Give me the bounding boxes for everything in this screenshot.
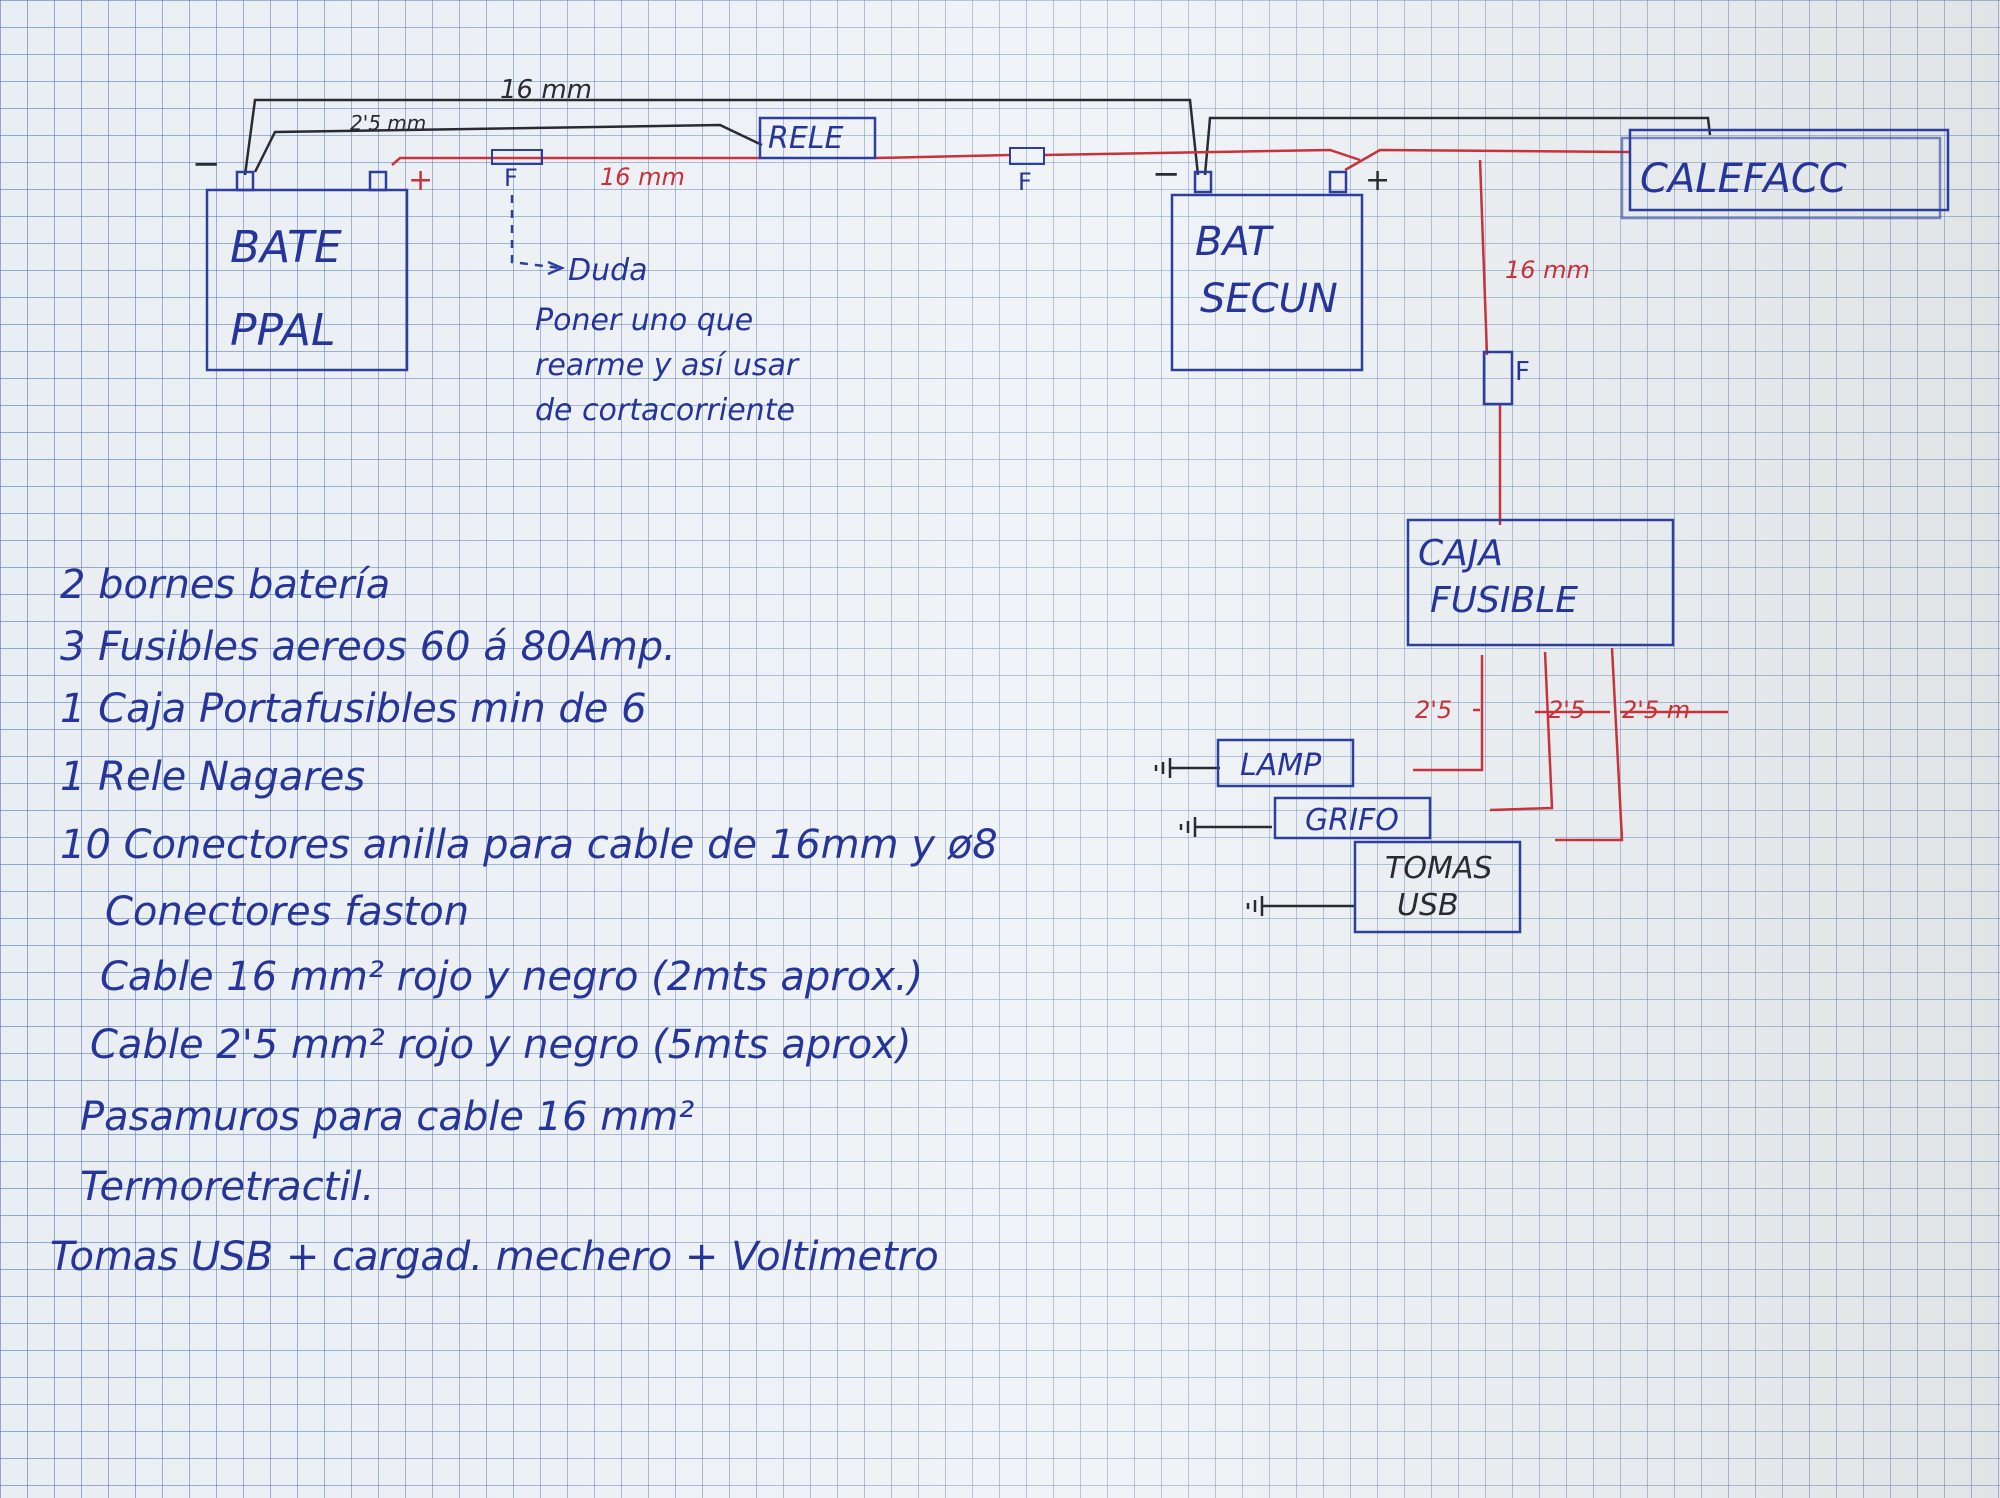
heater-label: CALEFACC — [1640, 156, 1847, 202]
fuse-box-label-1: CAJA — [1418, 533, 1503, 574]
minus-sign: − — [1152, 154, 1181, 194]
red-wires — [391, 148, 1728, 842]
note-line: de cortacorriente — [535, 393, 795, 428]
note-line: rearme y así usar — [535, 348, 800, 383]
wire-label-2-5mm: 2'5 mm — [350, 111, 426, 135]
usb-label-1: TOMAS — [1385, 851, 1492, 886]
battery-main-label-2: PPAL — [230, 305, 336, 356]
ground-icon — [1179, 817, 1197, 837]
wire-label-16mm-fuse: 16 mm — [1505, 256, 1590, 284]
note-arrow-label: Duda — [568, 253, 648, 288]
heater-box-outline — [1620, 136, 1942, 220]
note-line: Poner uno que — [535, 303, 753, 338]
fuse-box — [1406, 518, 1675, 647]
battery-main-box — [205, 188, 409, 372]
diagram-labels: 16 mm 2'5 mm 16 mm 16 mm 2'5 2'5 2'5 m −… — [192, 75, 1847, 923]
wire-label-16mm-red: 16 mm — [600, 163, 685, 191]
list-item: 10 Conectores anilla para cable de 16mm … — [60, 822, 998, 868]
ground-icon — [1154, 758, 1172, 778]
battery-secondary-label-2: SECUN — [1200, 276, 1338, 322]
wire-16mm-positive — [391, 156, 760, 166]
list-item: Cable 2'5 mm² rojo y negro (5mts aprox) — [90, 1022, 912, 1068]
wire-label-2-5: 2'5 — [1548, 696, 1585, 724]
fuse-main — [491, 149, 543, 165]
relay-box — [758, 116, 877, 160]
fuse-dashed-pointer — [510, 195, 561, 270]
wire-label-2-5: 2'5 — [1415, 696, 1452, 724]
heater-box — [1628, 128, 1950, 212]
wire-to-fuse-box — [1478, 159, 1502, 525]
list-item: 1 Caja Portafusibles min de 6 — [60, 686, 647, 732]
battery-secondary-box — [1170, 193, 1364, 372]
shopping-list: 2 bornes batería 3 Fusibles aereos 60 á … — [50, 562, 998, 1280]
lamp-label: LAMP — [1240, 748, 1322, 783]
terminal-positive — [1328, 170, 1348, 194]
list-item: Pasamuros para cable 16 mm² — [80, 1094, 694, 1140]
fuse-middle — [1009, 147, 1045, 165]
fuse-label: F — [1515, 357, 1530, 387]
wire-tap-feed — [1489, 651, 1554, 812]
wire-label-2-5m: 2'5 m — [1622, 696, 1690, 724]
usb-box — [1353, 840, 1522, 934]
fuse-label: F — [504, 164, 518, 192]
battery-main-label-1: BATE — [230, 222, 342, 273]
lamp-box — [1216, 738, 1355, 788]
ground-icon — [1246, 896, 1264, 916]
list-item: Tomas USB + cargad. mechero + Voltimetro — [50, 1234, 939, 1280]
terminal-negative — [235, 170, 255, 192]
list-item: 1 Rele Nagares — [60, 754, 365, 800]
wire-2-5mm-to-relay — [253, 123, 763, 173]
plus-sign: + — [408, 163, 433, 198]
terminal-negative — [1193, 170, 1213, 194]
usb-label-2: USB — [1397, 888, 1459, 923]
wire-16mm-negative — [243, 98, 1200, 176]
wire-label-16mm: 16 mm — [500, 75, 592, 105]
wire-lamp-feed — [1413, 655, 1484, 772]
battery-secondary-label-1: BAT — [1195, 219, 1275, 265]
list-item: Cable 16 mm² rojo y negro (2mts aprox.) — [100, 954, 923, 1000]
ground-symbols — [1154, 758, 1264, 916]
relay-label: RELE — [768, 121, 844, 156]
fuse-vertical — [1482, 350, 1514, 406]
list-item: Termoretractil. — [80, 1164, 374, 1210]
tap-label: GRIFO — [1305, 803, 1399, 838]
fuse-label: F — [1018, 168, 1032, 196]
tap-box — [1273, 796, 1432, 840]
black-wires — [243, 98, 1712, 908]
wire-relay-to-secondary — [874, 153, 1011, 160]
wire-usb-feed — [1555, 647, 1624, 842]
list-item: 2 bornes batería — [60, 562, 390, 608]
list-item: Conectores faston — [105, 889, 469, 935]
minus-sign: − — [192, 144, 221, 184]
wire-secondary-to-heater — [1344, 148, 1631, 172]
list-item: 3 Fusibles aereos 60 á 80Amp. — [60, 624, 676, 670]
wire-fuse-to-secondary — [1043, 148, 1361, 162]
terminal-positive — [368, 170, 388, 192]
fuses: F F F — [491, 147, 1530, 406]
wire-heater-negative — [1203, 116, 1712, 176]
component-boxes — [205, 116, 1950, 934]
fuse-box-label-2: FUSIBLE — [1430, 580, 1578, 621]
arrow-icon — [547, 260, 566, 276]
plus-sign: + — [1365, 163, 1390, 198]
